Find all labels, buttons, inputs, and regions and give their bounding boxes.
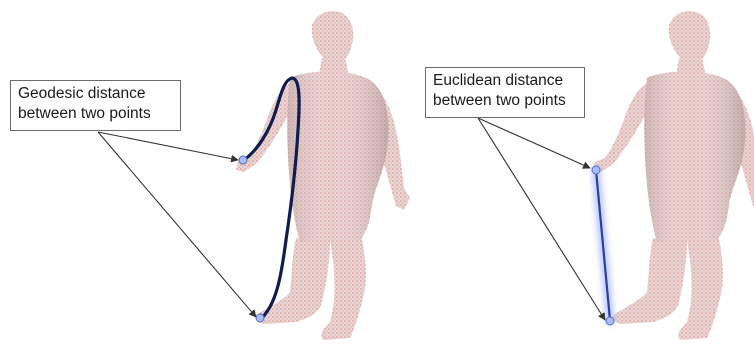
endpoint-left-hand	[239, 156, 247, 164]
callout-euclidean: Euclidean distance between two points	[425, 67, 585, 118]
endpoint-left-foot	[256, 314, 264, 322]
callout-geodesic: Geodesic distance between two points	[10, 80, 181, 131]
endpoint-right-foot	[606, 317, 614, 325]
arrow-euclidean-lower	[478, 118, 605, 320]
callout-geodesic-line1: Geodesic distance	[18, 84, 173, 104]
endpoint-right-hand	[592, 166, 600, 174]
callout-euclidean-line1: Euclidean distance	[433, 71, 577, 91]
arrow-geodesic-lower	[98, 132, 256, 317]
human-mesh-left	[236, 11, 410, 340]
arrow-euclidean-upper	[478, 118, 590, 168]
callout-euclidean-line2: between two points	[433, 91, 577, 111]
euclidean-path	[596, 170, 610, 320]
callout-geodesic-line2: between two points	[18, 104, 173, 124]
human-mesh-right	[593, 11, 754, 340]
